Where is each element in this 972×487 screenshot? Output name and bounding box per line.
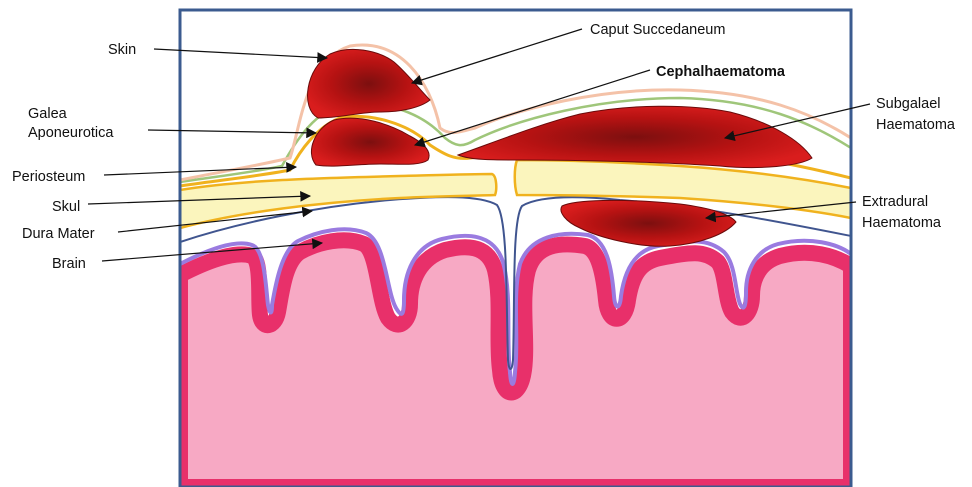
- caput-succedaneum: [308, 49, 430, 118]
- cephalhaematoma: [311, 118, 429, 166]
- label-cephalhaematoma: Cephalhaematoma: [656, 64, 786, 80]
- label-caput-succedaneum: Caput Succedaneum: [590, 22, 725, 38]
- label-extradural-line1: Extradural: [862, 194, 928, 210]
- label-subgaleal-line2: Haematoma: [876, 117, 956, 133]
- label-skull: Skul: [52, 199, 80, 215]
- label-extradural-line2: Haematoma: [862, 215, 942, 231]
- label-brain: Brain: [52, 256, 86, 272]
- label-subgaleal-line1: Subgalael: [876, 96, 941, 112]
- caput-leader: [412, 29, 582, 83]
- label-galea-line2: Aponeurotica: [28, 125, 114, 141]
- galea-leader: [148, 130, 316, 133]
- label-dura-mater: Dura Mater: [22, 226, 95, 242]
- label-galea-line1: Galea: [28, 106, 68, 122]
- label-skin: Skin: [108, 42, 136, 58]
- label-periosteum: Periosteum: [12, 169, 85, 185]
